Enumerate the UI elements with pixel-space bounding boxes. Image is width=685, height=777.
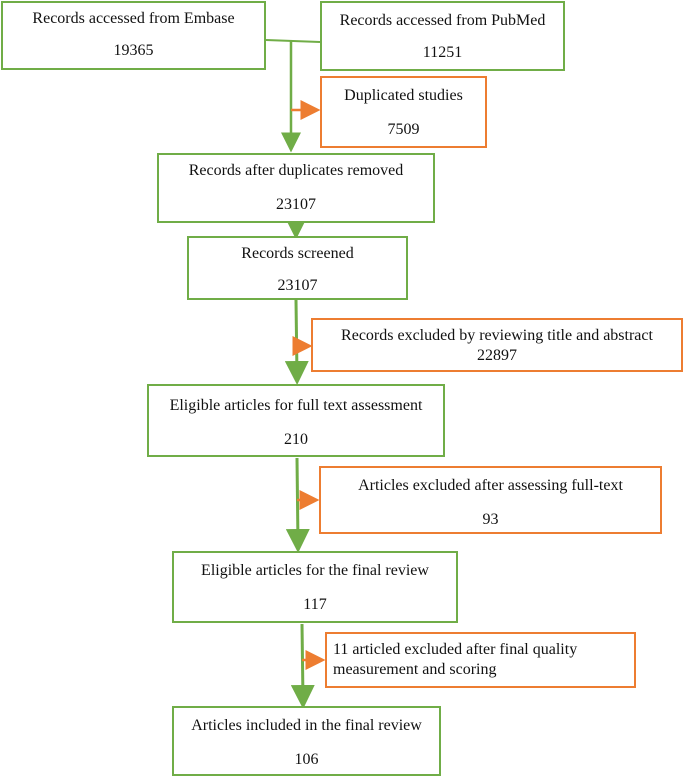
excl-title-box: Records excluded by reviewing title and … <box>311 318 683 372</box>
eligible-final-label: Eligible articles for the final review <box>201 562 429 579</box>
excl-full-box: Articles excluded after assessing full-t… <box>319 466 662 534</box>
duplicates-box: Duplicated studies 7509 <box>320 76 487 148</box>
pubmed-box: Records accessed from PubMed 11251 <box>320 1 565 71</box>
included-box: Articles included in the final review 10… <box>172 706 441 776</box>
excl-quality-box: 11 articled excluded after final quality… <box>325 632 636 688</box>
arrow-to-included <box>290 623 315 709</box>
eligible-full-value: 210 <box>284 431 308 448</box>
pubmed-value: 11251 <box>422 44 463 61</box>
duplicates-label: Duplicated studies <box>344 87 463 104</box>
excl-full-value: 93 <box>482 511 499 528</box>
screened-label: Records screened <box>241 245 354 262</box>
embase-label: Records accessed from Embase <box>32 10 235 27</box>
eligible-final-box: Eligible articles for the final review 1… <box>172 551 458 623</box>
after-dup-value: 23107 <box>276 196 316 213</box>
excl-title-value: 22897 <box>477 347 517 364</box>
eligible-full-label: Eligible articles for full text assessme… <box>169 397 423 414</box>
excl-title-label: Records excluded by reviewing title and … <box>341 327 653 344</box>
excl-quality-label: 11 articled excluded after final quality… <box>333 641 578 678</box>
arrow-to-eligible-full <box>284 299 309 385</box>
eligible-full-box: Eligible articles for full text assessme… <box>147 384 445 457</box>
included-value: 106 <box>294 751 319 768</box>
merge-connector <box>265 39 321 43</box>
screened-box: Records screened 23107 <box>187 236 408 300</box>
screened-value: 23107 <box>277 277 318 294</box>
included-label: Articles included in the final review <box>191 717 422 734</box>
embase-value: 19365 <box>113 42 154 59</box>
excl-full-label: Articles excluded after assessing full-t… <box>358 477 623 494</box>
duplicates-value: 7509 <box>387 121 420 138</box>
after-dup-box: Records after duplicates removed 23107 <box>157 153 435 223</box>
eligible-final-value: 117 <box>303 596 327 613</box>
pubmed-label: Records accessed from PubMed <box>339 12 546 29</box>
embase-box: Records accessed from Embase 19365 <box>1 1 266 70</box>
after-dup-label: Records after duplicates removed <box>188 162 404 179</box>
